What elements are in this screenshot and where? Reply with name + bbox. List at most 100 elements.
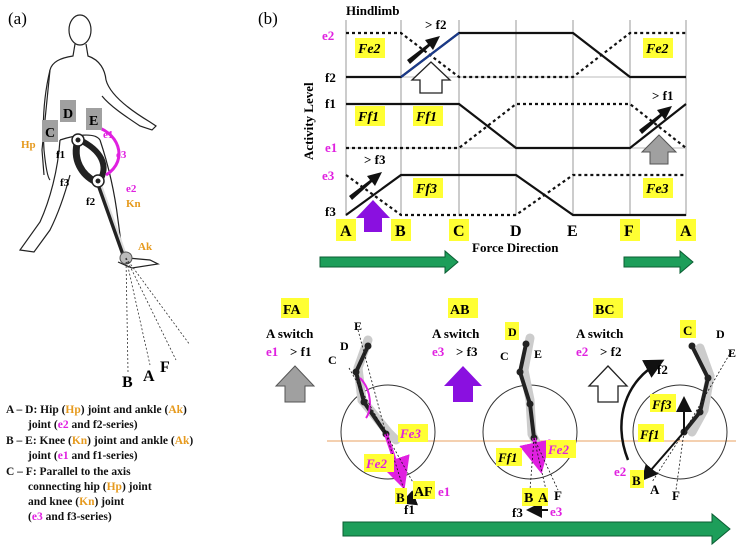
legend-row-ad: A – D: Hip (Hp) joint and ankle (Ak) joi… [6,404,187,431]
panel-a-label: (a) [8,9,27,28]
body-label-hp: Hp [21,139,36,151]
arrow-label-f2: > f2 [425,17,447,32]
l2-b: B [524,491,533,506]
body-label-c: C [45,126,55,141]
arrow-label-f1: > f1 [652,88,674,103]
body-label-f2: f2 [86,196,96,208]
trace-e3 [345,173,686,217]
switch-bc-f: > f2 [600,344,622,359]
body-label-ak: Ak [138,241,153,253]
l1-c: C [328,353,337,367]
activity-traces [345,31,687,217]
l2-c: C [500,349,509,363]
y-tick-f3: f3 [325,204,336,219]
body-label-d: D [63,107,73,122]
switch-fa-e: e1 [266,344,278,359]
l2-ff1: Ff1 [497,450,518,465]
switch-ab-f: > f3 [456,344,478,359]
switch-bc-code: BC [595,303,614,318]
box-ff1-mid: Ff1 [415,110,437,125]
switch-fa-code: FA [283,303,302,318]
x-tick-labels: A B C D E F A [336,219,696,241]
chart-box-labels: Fe2 Fe2 Ff1 Ff1 Ff3 Fe3 [355,38,673,198]
body-label-e: E [89,114,98,129]
l3-f2: f2 [657,362,668,377]
l3-c: C [683,323,692,338]
l3-ff3: Ff3 [651,397,672,412]
box-fe3: Fe3 [645,182,669,197]
y-tick-e2: e2 [322,28,334,43]
x-tick-a: A [340,223,352,240]
trace-f1 [346,102,687,150]
panel-b-label: (b) [258,9,278,28]
threshold-arrows: > f2 > f1 > f3 [349,17,674,200]
l3-d: D [716,327,725,341]
up-arrow-white [410,61,452,94]
l1-e: E [354,319,362,333]
label-box-c [42,120,58,142]
l3-e: E [728,346,736,360]
chart-ylabel: Activity Level [301,82,316,160]
box-fe2-right: Fe2 [645,42,669,57]
l1-e1: e1 [438,484,450,499]
l3-a: A [650,482,660,497]
arrow-label-f3: > f3 [364,152,386,167]
green-arrow-bottom [342,512,731,546]
l2-e3: e3 [550,504,563,519]
l1-f: F [424,485,433,500]
x-tick-f: F [624,223,634,240]
chart-grid [345,20,687,216]
l2-fe2: Fe2 [547,442,569,457]
l2-a: A [538,491,549,506]
body-label-e2: e2 [126,183,137,195]
l1-d: D [340,339,349,353]
l3-b: B [632,473,641,488]
chart-title: Hindlimb [346,3,399,18]
switch-bc: BC A switch e2 > f2 [576,298,629,403]
x-tick-b: B [395,223,406,240]
chart-xlabel: Force Direction [472,240,559,255]
label-box-e [86,108,102,130]
x-tick-e: E [567,223,578,240]
x-tick-c: C [453,223,465,240]
l1-f1: f1 [404,502,415,517]
l3-f: F [672,488,680,503]
body-label-e1: e1 [103,129,113,141]
green-arrow-left [319,249,459,275]
box-ff3: Ff3 [415,182,437,197]
legend-row-cf: C – F: Parallel to the axis connecting h… [6,466,152,523]
box-fe2-left: Fe2 [357,42,381,57]
l3-e2: e2 [614,464,626,479]
l2-f3: f3 [512,505,523,520]
trace-f3 [345,173,686,217]
body-label-f: F [160,359,170,376]
up-arrow-purple [356,200,390,232]
trace-f2 [346,31,686,79]
x-tick-d: D [510,223,522,240]
body-label-kn: Kn [126,198,141,210]
l3-ff1: Ff1 [639,427,660,442]
limb-diagram-bc: C D E Ff3 Ff1 f2 e2 B A F [614,320,736,503]
l2-e: E [534,347,542,361]
green-arrow-right [623,249,694,275]
l2-d: D [508,325,517,339]
switch-ab-title: A switch [432,326,480,341]
body-label-a: A [143,368,155,385]
switch-ab-code: AB [450,303,469,318]
limb-diagram-ab: D C E Ff1 Fe2 B A F e3 f3 [482,322,578,520]
box-ff1-left: Ff1 [357,110,379,125]
switch-bc-title: A switch [576,326,624,341]
switch-ab: AB A switch e3 > f3 [432,298,482,402]
switch-ab-e: e3 [432,344,445,359]
human-silhouette [18,14,160,269]
y-tick-e3: e3 [322,168,335,183]
y-tick-f2: f2 [325,70,336,85]
l1-fe3: Fe3 [399,426,421,441]
legend: A – D: Hip (Hp) joint and ankle (Ak) joi… [6,403,296,526]
body-label-f3: f3 [60,177,70,189]
y-tick-f1: f1 [325,96,336,111]
l2-f: F [554,488,562,503]
limb-diagram-fa: E D C Fe3 Fe2 B A F e1 f1 [328,319,450,517]
l1-b: B [396,490,405,505]
